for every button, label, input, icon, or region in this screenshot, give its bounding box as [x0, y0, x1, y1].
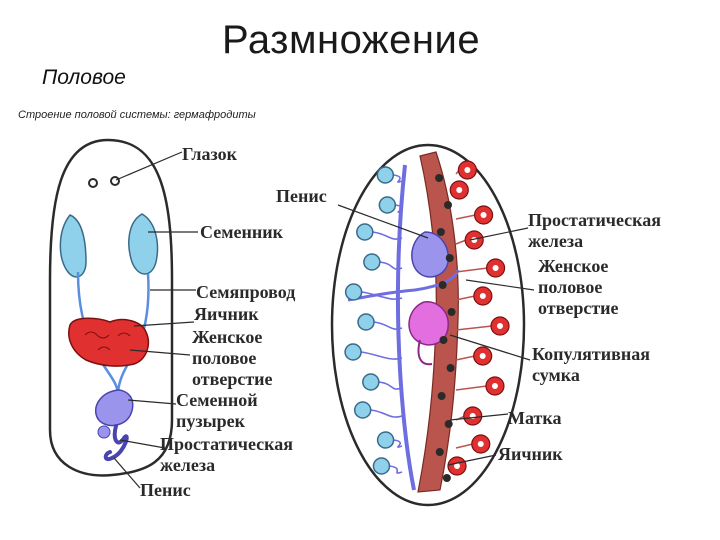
testis-duct: [373, 321, 403, 330]
ovary-follicle-center: [477, 441, 484, 447]
ovary-duct: [455, 267, 488, 273]
ovary-duct: [455, 214, 476, 220]
left-labels: Глазок Семенник Семяпровод Яичник Женско…: [140, 144, 295, 500]
diagram-caption: Строение половой системы: гермафродиты: [18, 109, 256, 121]
yolk-gland: [439, 336, 448, 344]
ovary-follicle-center: [491, 383, 498, 389]
testis-duct: [379, 261, 403, 270]
label-female-opening-right-2: половое: [538, 277, 602, 297]
yolk-gland: [442, 474, 451, 482]
label-seminal-vesicle-1: Семенной: [176, 390, 258, 410]
penis-left: [103, 424, 129, 462]
testis-duct: [360, 351, 403, 360]
eye-right-icon: [110, 176, 120, 186]
label-prostate-1: Простатическая: [160, 434, 293, 454]
testis-lobe: [344, 283, 363, 301]
yolk-gland: [446, 364, 455, 372]
right-labels: Пенис Простатическая железа Женское поло…: [276, 186, 661, 464]
yolk-gland: [436, 228, 445, 236]
yolk-gland: [435, 174, 444, 182]
label-penis-right: Пенис: [276, 186, 327, 206]
left-organism: [48, 138, 174, 477]
yolk-gland: [444, 201, 452, 209]
label-seminal-vesicle-2: пузырек: [176, 411, 246, 431]
testis-lobe: [362, 373, 380, 391]
testis-lobe: [363, 253, 381, 271]
label-copulatory-bursa-2: сумка: [532, 365, 580, 385]
label-vas-deferens: Семяпровод: [196, 282, 295, 302]
testis-duct: [389, 465, 403, 474]
right-yolk-glands: [435, 174, 456, 482]
ovary-duct: [455, 385, 488, 391]
ovary-follicle-center: [464, 167, 471, 173]
testis-duct: [378, 381, 403, 390]
left-leader-lines: [113, 151, 198, 489]
label-ovary: Яичник: [194, 304, 259, 324]
yolk-gland: [438, 281, 447, 289]
ovary-follicle-center: [479, 293, 486, 299]
ovary-duct: [455, 295, 476, 301]
seminal-vesicle: [94, 389, 134, 427]
yolk-gland: [444, 420, 453, 428]
label-female-opening-right-1: Женское: [538, 256, 608, 276]
ovary-follicle-center: [480, 212, 487, 218]
testis-duct: [370, 409, 403, 418]
vas-deferens-right: [395, 164, 416, 491]
label-ovary-right: Яичник: [498, 444, 563, 464]
testis-lobe: [344, 343, 362, 361]
label-prostate-right-2: железа: [528, 231, 583, 251]
ovary-duct: [455, 355, 475, 361]
testis-lobe: [372, 457, 391, 475]
copulatory-bursa: [408, 301, 449, 346]
testis-lobe: [376, 431, 395, 449]
ovary-follicle-center: [456, 187, 463, 193]
yolk-gland: [435, 448, 444, 456]
label-female-opening-1: Женское: [192, 327, 262, 347]
testis-duct: [361, 291, 403, 300]
testis-duct: [393, 439, 403, 448]
label-copulatory-bursa-1: Копулятивная: [532, 344, 650, 364]
testis-lobe: [353, 401, 372, 419]
ovary-duct: [455, 325, 493, 331]
label-prostate-2: железа: [160, 455, 215, 475]
eye-left-icon: [88, 178, 98, 188]
right-testes: [344, 166, 403, 475]
penis-right-bulb: [411, 231, 449, 278]
label-uterus: Матка: [508, 408, 561, 428]
label-eye: Глазок: [182, 144, 238, 164]
testis-lobe: [378, 196, 397, 214]
testis-right: [128, 213, 159, 275]
testis-lobe: [357, 313, 375, 331]
label-penis: Пенис: [140, 480, 191, 500]
testis-duct: [395, 204, 403, 213]
yolk-gland: [437, 392, 446, 400]
label-testis: Семенник: [200, 222, 284, 242]
testis-duct: [372, 231, 403, 240]
label-female-opening-2: половое: [192, 348, 256, 368]
testis-lobe: [356, 223, 374, 241]
ovary-follicle-center: [496, 323, 503, 329]
label-female-opening-right-3: отверстие: [538, 298, 619, 318]
testis-duct: [393, 174, 403, 183]
ovary-follicle-center: [479, 353, 486, 359]
label-prostate-right-1: Простатическая: [528, 210, 661, 230]
ovary-follicle-center: [454, 463, 461, 469]
page-title: Размножение: [222, 18, 481, 62]
yolk-gland: [445, 254, 454, 262]
ovary-duct: [455, 239, 467, 245]
right-ovaries: [447, 160, 510, 476]
label-female-opening-3: отверстие: [192, 369, 273, 389]
ovary-duct: [455, 443, 473, 449]
yolk-gland: [447, 308, 456, 316]
right-leader-lines: [337, 204, 535, 466]
ovary-follicle-center: [492, 265, 499, 271]
page-subtitle: Половое: [42, 66, 126, 89]
testis-lobe: [376, 166, 395, 184]
